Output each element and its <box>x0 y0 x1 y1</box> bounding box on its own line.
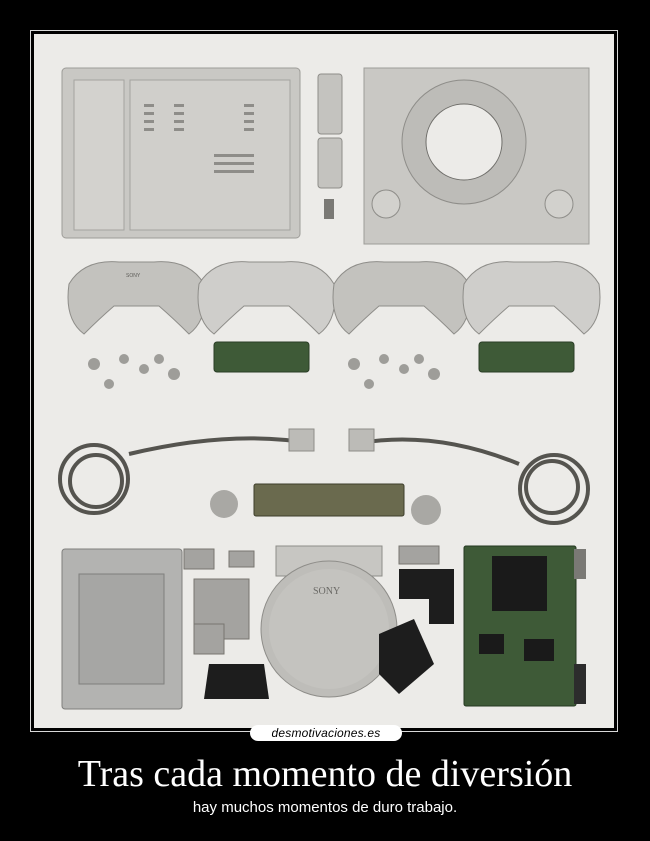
poster-subtitle: hay muchos momentos de duro trabajo. <box>192 799 458 816</box>
console-top-cover <box>363 67 590 245</box>
controller-sony-label: SONY <box>126 273 141 279</box>
controller-plug-right <box>348 428 375 452</box>
console-bottom-shell <box>61 67 301 239</box>
playstation-teardown-photo: SONY <box>34 34 614 728</box>
power-button-cap <box>411 495 441 525</box>
controller-plug-left <box>288 428 315 452</box>
cd-drive: SONY <box>260 545 398 698</box>
cd-lid-cap <box>210 490 238 518</box>
small-brackets <box>183 545 440 655</box>
drive-sony-logo: SONY <box>313 586 340 597</box>
poster-title: Tras cada momento de diversión <box>77 753 573 795</box>
controller-pcbs <box>213 341 575 373</box>
controllers-row <box>67 261 601 335</box>
motherboard <box>463 545 586 707</box>
metal-shield <box>61 548 183 710</box>
memory-card-ports <box>317 73 343 219</box>
laser-mechanism <box>204 569 454 699</box>
power-supply-board <box>253 483 405 517</box>
watermark-badge: desmotivaciones.es <box>250 725 402 741</box>
photo-frame: SONY <box>30 30 618 732</box>
teardown-illustration: SONY <box>58 67 601 710</box>
button-parts <box>88 354 440 389</box>
